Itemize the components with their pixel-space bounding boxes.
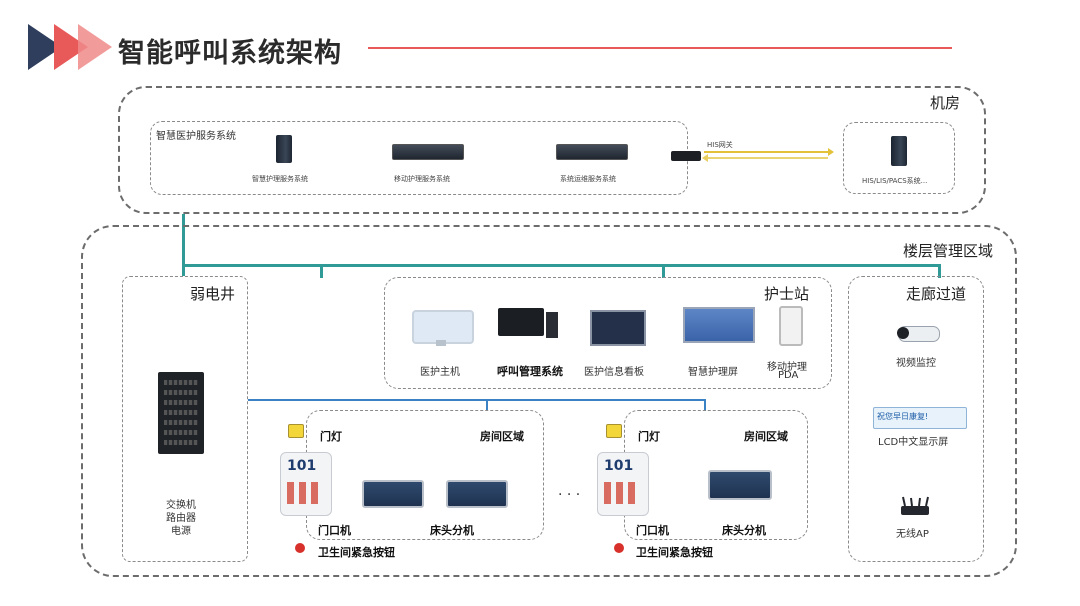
room-number: 101: [287, 458, 317, 474]
device-label: 呼叫管理系统: [497, 365, 563, 378]
camera-lens-icon: [897, 327, 909, 339]
connector-line: [938, 264, 941, 278]
floor-management-zone: [81, 225, 1017, 577]
connector-line: [704, 399, 706, 411]
room-link-line: [248, 399, 706, 401]
lcd-screen-text: 祝您早日康复!: [877, 412, 929, 421]
device-label: 智慧护理屏: [688, 367, 738, 378]
door-unit-buttons: [604, 482, 640, 504]
pc-tower-icon: [546, 312, 558, 338]
machine-room-label: 机房: [930, 94, 961, 112]
pda-icon: [779, 306, 803, 346]
bedside-unit-icon: [708, 470, 772, 500]
gateway-icon: [671, 151, 701, 161]
device-label: LCD中文显示屏: [878, 437, 949, 448]
door-light-icon: [606, 424, 622, 438]
device-label: 视频监控: [896, 358, 936, 369]
external-system-group: [843, 122, 955, 194]
lcd-display-icon: [873, 407, 967, 429]
door-light-label: 门灯: [638, 430, 660, 443]
nurse-station-label: 护士站: [764, 285, 810, 303]
door-unit-label: 门口机: [318, 524, 351, 537]
device-label: 移动护理: [767, 362, 807, 373]
connector-line: [662, 264, 665, 278]
door-light-label: 门灯: [320, 430, 342, 443]
page-title: 智能呼叫系统架构: [118, 38, 342, 69]
title-arrow-icon: [28, 24, 112, 70]
bedside-unit-icon: [362, 480, 424, 508]
medical-host-icon: [412, 310, 474, 344]
server-label: 移动护理服务系统: [394, 175, 450, 183]
external-system-label: HIS/LIS/PACS系统...: [862, 177, 928, 185]
door-light-icon: [288, 424, 304, 438]
data-flow-arrows-icon: [702, 148, 834, 162]
room-number: 101: [604, 458, 634, 474]
room-area-label: 房间区域: [744, 430, 788, 443]
wireless-ap-icon: [901, 496, 929, 515]
title-underline: [368, 47, 952, 49]
network-cabinet-icon: [158, 372, 204, 454]
server-tower-icon: [891, 136, 907, 166]
equipment-line: 路由器: [166, 513, 196, 524]
service-system-label: 智慧医护服务系统: [156, 131, 236, 142]
rack-server-icon: [556, 144, 628, 160]
door-unit-buttons: [287, 482, 323, 504]
floor-management-label: 楼层管理区域: [903, 242, 994, 260]
nursing-screen-icon: [683, 307, 755, 343]
server-tower-icon: [276, 135, 292, 163]
connector-line: [182, 214, 185, 276]
bed-unit-label: 床头分机: [430, 524, 474, 537]
network-bus-line: [182, 264, 940, 267]
door-unit-label: 门口机: [636, 524, 669, 537]
device-label: 无线AP: [896, 529, 929, 540]
connector-line: [320, 264, 323, 278]
bed-unit-label: 床头分机: [722, 524, 766, 537]
bedside-unit-icon: [446, 480, 508, 508]
equipment-line: 交换机: [166, 500, 196, 511]
emergency-label: 卫生间紧急按钮: [636, 546, 713, 559]
desktop-computer-icon: [498, 308, 544, 336]
weak-current-well-zone: [122, 276, 248, 562]
emergency-label: 卫生间紧急按钮: [318, 546, 395, 559]
emergency-button-icon: [295, 543, 305, 553]
weak-current-well-label: 弱电井: [190, 285, 236, 303]
equipment-line: 电源: [171, 526, 191, 537]
info-board-icon: [590, 310, 646, 346]
room-area-label: 房间区域: [480, 430, 524, 443]
device-label: 医护信息看板: [584, 367, 644, 378]
connector-line: [486, 399, 488, 411]
emergency-button-icon: [614, 543, 624, 553]
server-label: 智慧护理服务系统: [252, 175, 308, 183]
ellipsis: · · ·: [558, 487, 581, 503]
nurse-station-zone: [384, 277, 832, 389]
device-label: 医护主机: [420, 367, 460, 378]
server-label: 系统运维服务系统: [560, 175, 616, 183]
gateway-label: HIS网关: [707, 141, 733, 149]
corridor-zone: [848, 276, 984, 562]
corridor-label: 走廊过道: [906, 285, 967, 303]
machine-room-zone: [118, 86, 986, 214]
device-sublabel: PDA: [778, 370, 799, 381]
monitor-stand-icon: [436, 340, 446, 346]
rack-server-icon: [392, 144, 464, 160]
